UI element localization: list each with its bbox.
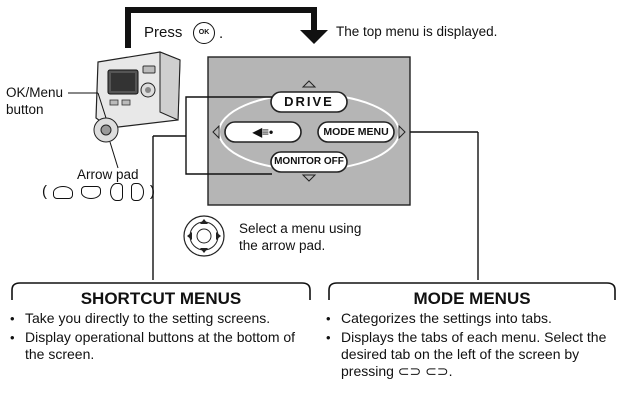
shortcut-tab: ◀≡• — [252, 125, 274, 139]
shortcut-menus-list: Take you directly to the setting screens… — [6, 310, 306, 363]
arrow-pad-label: Arrow pad — [77, 167, 139, 182]
list-item: Display operational buttons at the botto… — [6, 329, 306, 363]
flow-arrow — [125, 7, 328, 48]
mode-menu-connector — [410, 131, 479, 280]
shortcut-menus-heading: SHORTCUT MENUS — [80, 289, 242, 308]
camera-illustration — [93, 51, 181, 143]
mode-menus-heading: MODE MENUS — [413, 289, 531, 308]
shortcut-bracket — [152, 96, 272, 280]
arrow-pad-keys: ( ) — [42, 183, 155, 202]
list-item: Displays the tabs of each menu. Select t… — [322, 329, 622, 380]
left-key-icon — [109, 183, 123, 202]
monitor-off-tab: MONITOR OFF — [274, 156, 344, 167]
ok-button-icon: OK — [193, 22, 215, 44]
press-suffix: . — [219, 25, 224, 42]
list-item: Categorizes the settings into tabs. — [322, 310, 622, 327]
up-key-icon — [53, 185, 74, 199]
press-label: Press — [144, 24, 183, 41]
right-key-icon — [130, 183, 144, 202]
list-item: Take you directly to the setting screens… — [6, 310, 306, 327]
ok-menu-button-label: OK/Menu button — [6, 85, 64, 117]
top-menu-caption: The top menu is displayed. — [336, 24, 498, 39]
shortcut-heading-frame — [11, 282, 311, 300]
mode-heading-frame — [328, 282, 616, 300]
instruction-text: Select a menu using the arrow pad. — [239, 221, 362, 253]
lcd-screen — [207, 56, 411, 206]
down-key-icon — [81, 185, 102, 199]
arrow-pad-illustration — [183, 215, 225, 257]
drive-tab: DRIVE — [284, 94, 334, 109]
mode-menu-tab: MODE MENU — [323, 126, 389, 138]
mode-menus-list: Categorizes the settings into tabs. Disp… — [322, 310, 622, 380]
